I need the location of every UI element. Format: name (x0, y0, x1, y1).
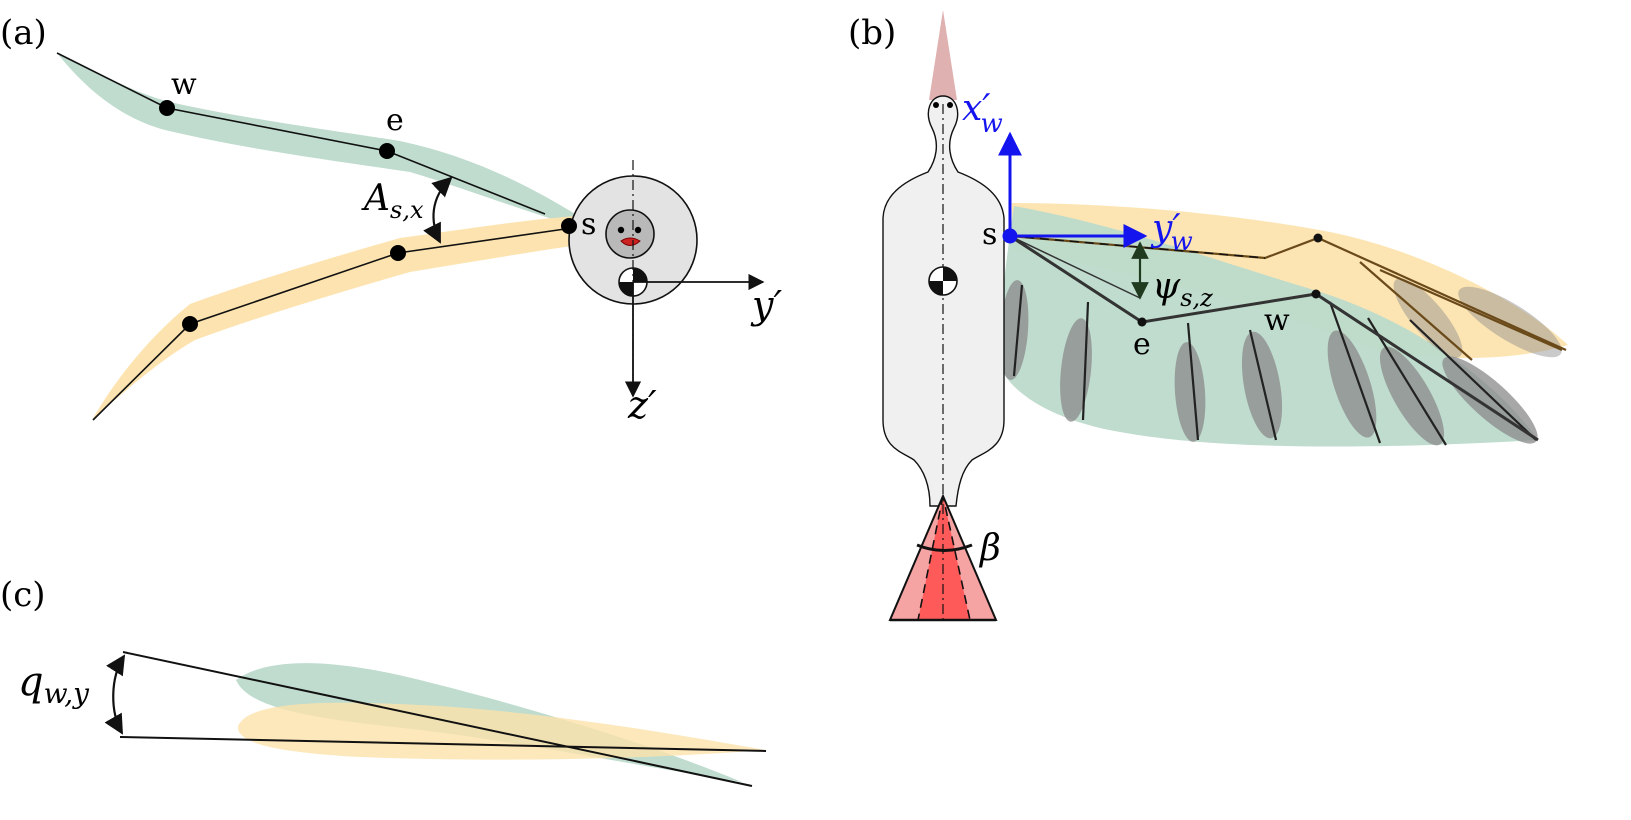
panel-b: (b) (848, 10, 1568, 622)
angle-label-a-sub: s,x (390, 196, 424, 224)
upstroke-chord-line (122, 651, 753, 787)
angle-label-q-wy: qw,y (18, 659, 90, 710)
downstroke-wing-skeleton (92, 227, 573, 421)
upstroke-wing-skeleton (56, 52, 546, 215)
angle-label-psi-main: ψ (1152, 266, 1181, 307)
label-wrist-b: w (1264, 303, 1290, 338)
joint-marker-elbow-b (1137, 317, 1147, 327)
upstroke-wing-shape (57, 53, 588, 226)
joint-marker-wrist-down (182, 316, 198, 332)
downstroke-wing-shape (92, 216, 585, 420)
label-elbow-a: e (386, 103, 404, 138)
angle-label-q-sub: w,y (44, 677, 91, 710)
joint-marker-wrist-up (159, 100, 175, 116)
axis-x-w-sub: w (980, 109, 1002, 139)
joint-marker-shoulder-b (1002, 228, 1018, 244)
angle-arrow-a-sx (423, 176, 453, 244)
feather-icon (1442, 356, 1538, 444)
feather-icon (1379, 346, 1445, 446)
downstroke-airfoil (237, 702, 765, 760)
beak-icon (620, 237, 641, 246)
label-shoulder-b: s (982, 217, 997, 252)
angle-arrow-q-wy (104, 654, 126, 735)
label-wrist-a: w (171, 67, 197, 102)
angle-label-psi-sz: ψs,z (1152, 266, 1213, 312)
axis-label-x-prime-w: x′w (962, 88, 1003, 139)
shoulder-wrist-chord (1009, 235, 1141, 299)
axis-y-w-main: y′ (1150, 208, 1181, 249)
label-tail-angle: β (978, 528, 1001, 569)
axis-y-w-sub: w (1171, 227, 1193, 257)
head-cone (929, 10, 957, 100)
panel-c: (c) qw,y (0, 575, 767, 787)
feather-icon (1174, 342, 1206, 442)
panel-a: (a) w e As,x s (0, 13, 782, 427)
joint-marker-elbow-up (379, 143, 395, 159)
feather-shafts (1012, 261, 1563, 446)
label-elbow-b: e (1133, 327, 1151, 362)
joint-marker-elbow-down (390, 245, 406, 261)
axis-label-y-prime: y′ (750, 283, 782, 327)
joint-marker-shoulder-a (561, 218, 577, 234)
eye-right-icon (634, 226, 642, 234)
bird-head-front (605, 209, 655, 259)
joint-marker-wrist-down-b (1313, 233, 1323, 243)
panel-c-tag: (c) (0, 575, 46, 615)
angle-label-q-main: q (18, 659, 44, 705)
joint-marker-wrist-b (1311, 289, 1321, 299)
feather-icon (1327, 330, 1377, 438)
downstroke-chord-line (119, 736, 767, 752)
axis-label-z-prime: z′ (627, 383, 657, 427)
eye-left-icon-b (933, 102, 939, 108)
tail-angle-arc (916, 543, 973, 552)
angle-label-psi-sub: s,z (1180, 284, 1213, 312)
angle-label-a-main: A (361, 178, 390, 219)
axis-x-w-main: x′ (962, 88, 990, 129)
eye-left-icon (617, 226, 625, 234)
upstroke-wing-skeleton-b (1009, 234, 1539, 442)
panel-a-tag: (a) (0, 13, 47, 53)
eye-right-icon-b (947, 102, 953, 108)
center-of-gravity-icon-b (928, 266, 958, 296)
panel-b-tag: (b) (848, 13, 896, 53)
angle-label-a-sx: As,x (361, 178, 424, 224)
label-shoulder-a: s (581, 207, 596, 242)
axis-label-y-prime-w: y′w (1150, 208, 1193, 257)
